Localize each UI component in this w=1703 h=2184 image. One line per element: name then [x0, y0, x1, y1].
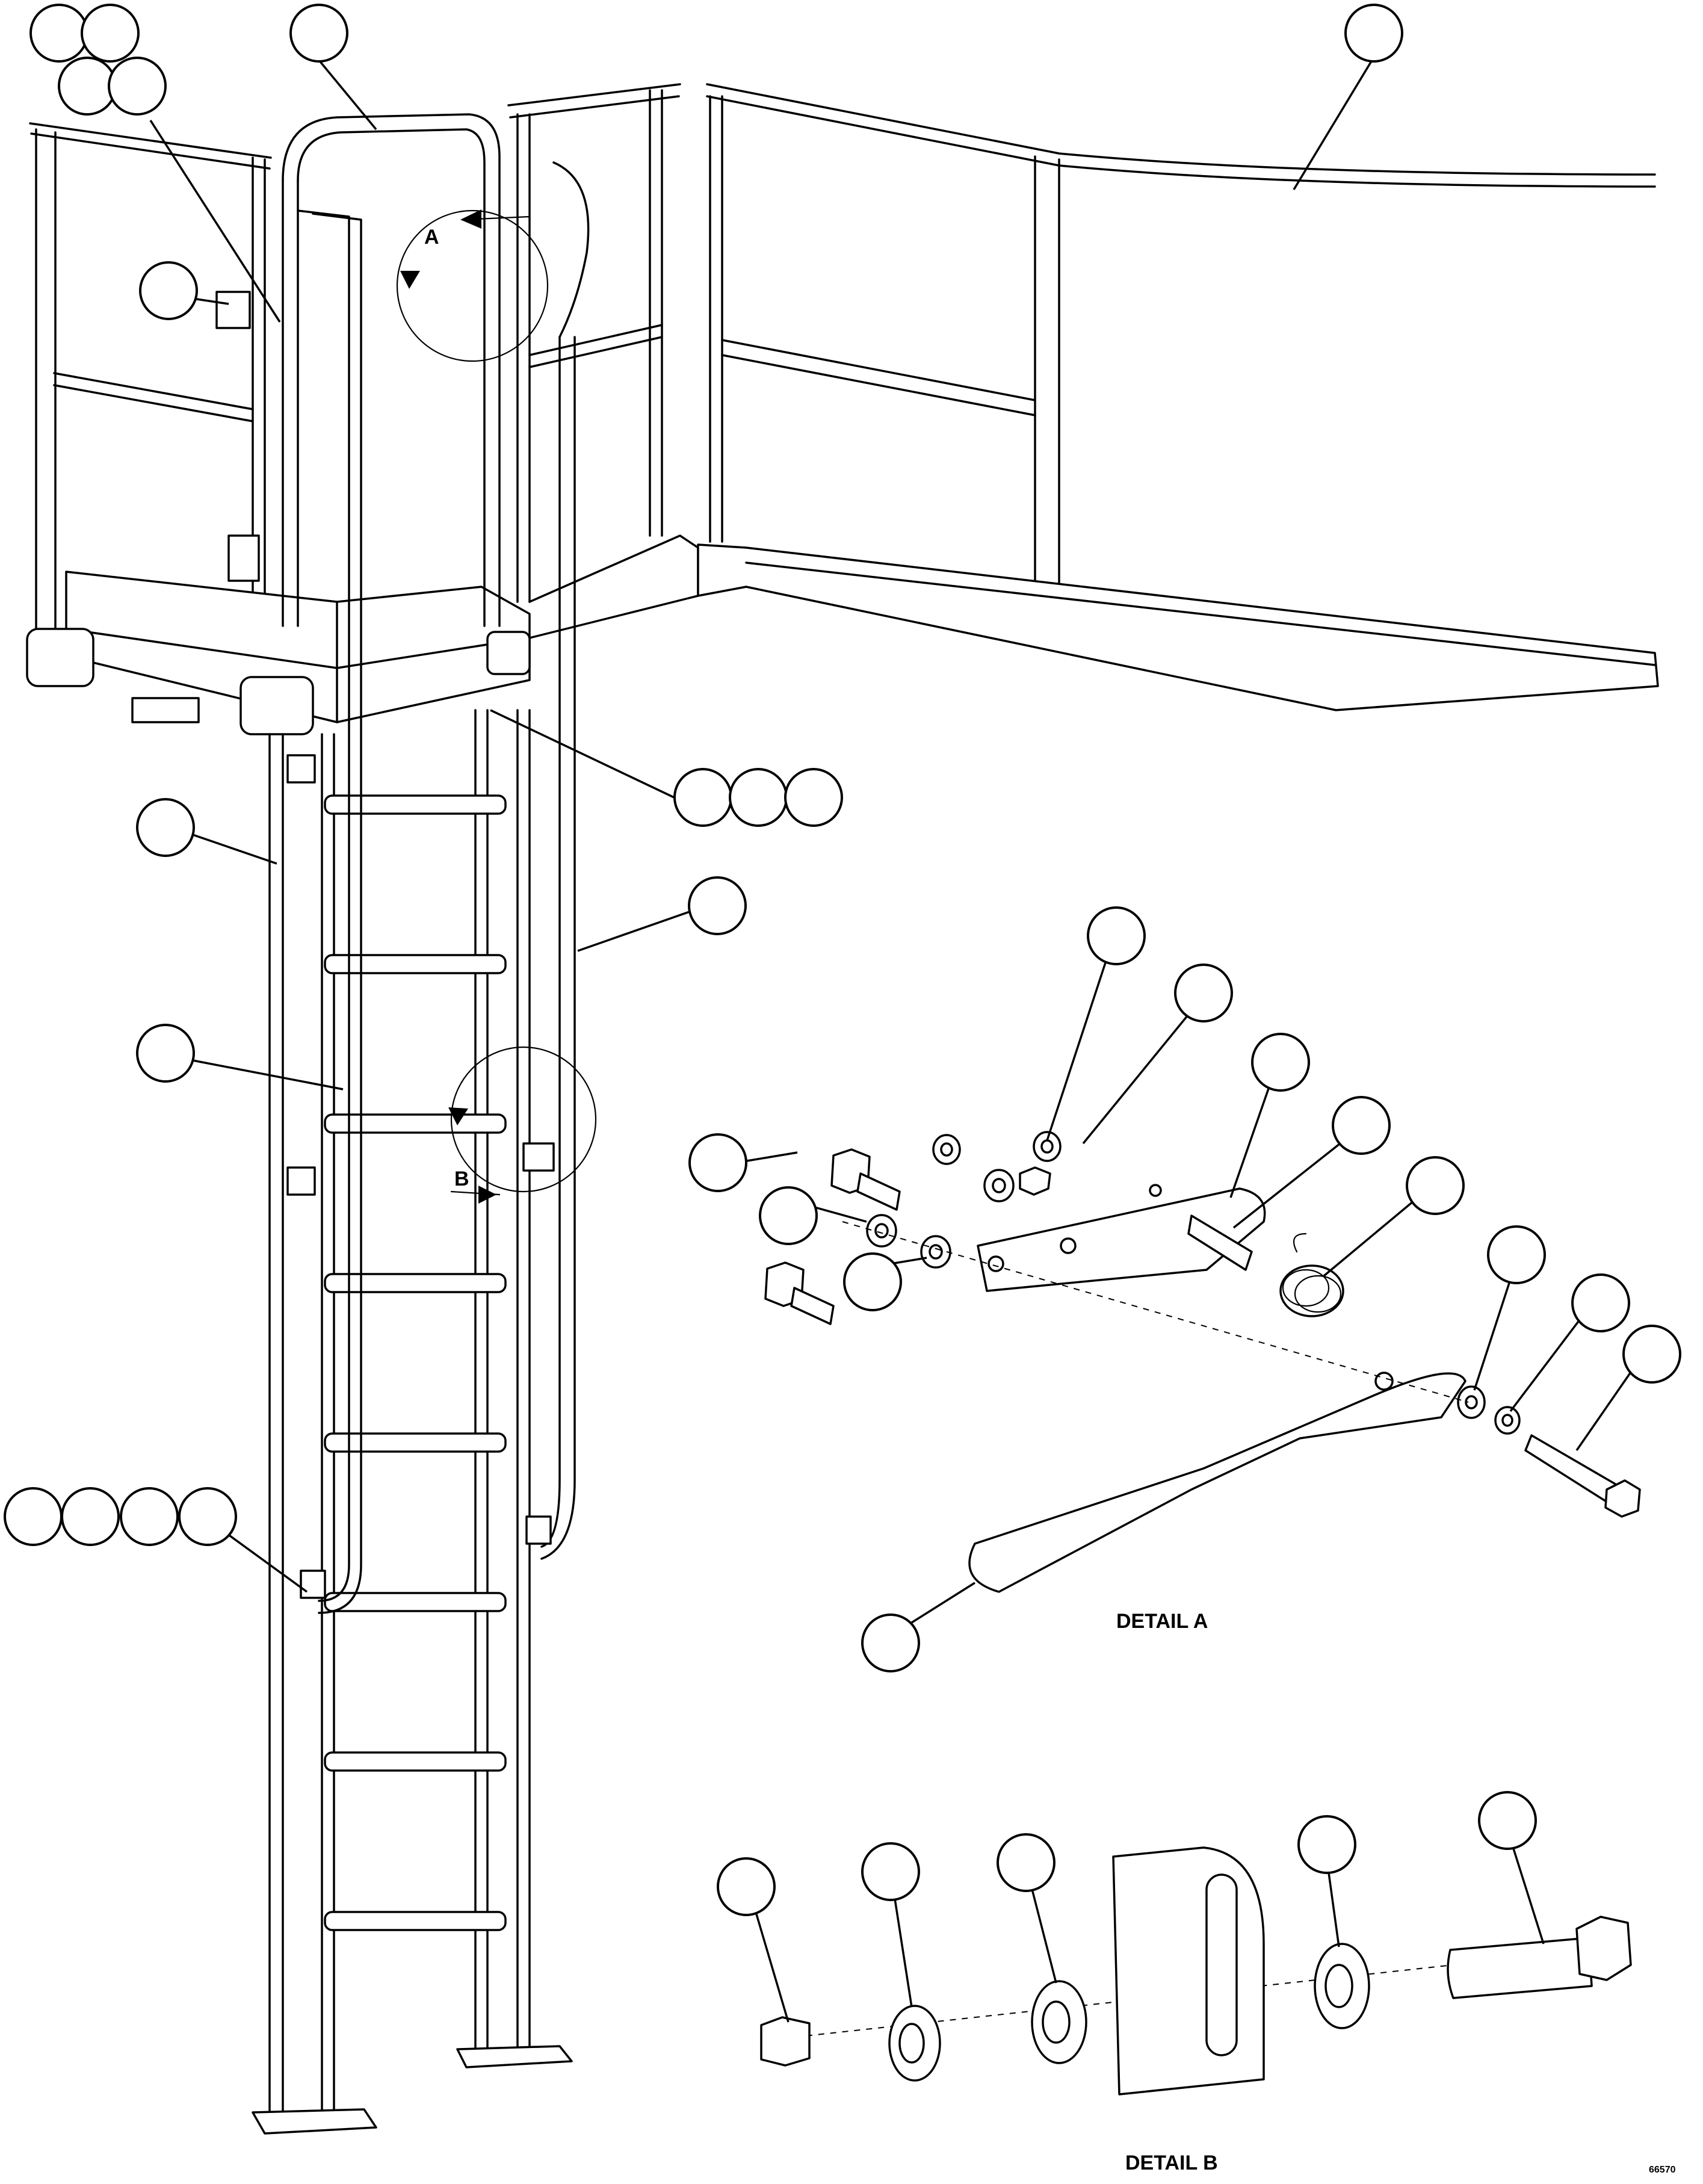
item-balloon[interactable]: [108, 57, 167, 116]
detail-a-callout-circle: [396, 209, 549, 362]
drawing-number: 66570: [1649, 2165, 1676, 2175]
detail-b-caption: DETAIL B: [1125, 2152, 1218, 2174]
item-balloon[interactable]: [1571, 1273, 1630, 1332]
item-balloon[interactable]: [1406, 1156, 1465, 1215]
item-balloon[interactable]: [729, 768, 788, 827]
item-balloon[interactable]: [861, 1842, 920, 1901]
item-balloon[interactable]: [688, 876, 747, 935]
item-balloon[interactable]: [688, 1133, 747, 1192]
item-balloon[interactable]: [1344, 4, 1403, 63]
detail-a-assembly: [764, 1131, 1641, 1593]
item-balloon[interactable]: [4, 1487, 63, 1546]
leader-lines: [149, 59, 1632, 2023]
item-balloon[interactable]: [784, 768, 843, 827]
item-balloon[interactable]: [673, 768, 732, 827]
walkway-railing: [697, 83, 1659, 711]
item-balloon[interactable]: [759, 1186, 818, 1245]
item-balloon[interactable]: [139, 261, 198, 320]
item-balloon[interactable]: [717, 1857, 776, 1916]
item-balloon[interactable]: [289, 4, 348, 63]
detail-b-assembly: [760, 1846, 1632, 2096]
item-balloon[interactable]: [1297, 1815, 1356, 1874]
detail-b-callout-letter: B: [454, 1168, 469, 1190]
gate-railing: [282, 113, 501, 627]
item-balloon[interactable]: [843, 1252, 902, 1311]
item-balloon[interactable]: [997, 1833, 1055, 1892]
left-railing: [29, 122, 272, 639]
detail-a-caption: DETAIL A: [1116, 1610, 1208, 1633]
detail-a-callout-letter: A: [424, 226, 439, 249]
item-balloon[interactable]: [1622, 1325, 1681, 1384]
item-balloon[interactable]: [1087, 906, 1146, 965]
item-balloon[interactable]: [1251, 1033, 1310, 1092]
platform-deck: [26, 571, 531, 735]
right-railing: [507, 83, 699, 639]
item-balloon[interactable]: [1487, 1225, 1546, 1284]
detail-b-callout-circle: [450, 1046, 597, 1193]
item-balloon[interactable]: [81, 4, 140, 63]
item-balloon[interactable]: [29, 4, 88, 63]
ladder: [252, 209, 576, 2135]
item-balloon[interactable]: [178, 1487, 237, 1546]
item-balloons: [4, 4, 1681, 1916]
item-balloon[interactable]: [120, 1487, 179, 1546]
item-balloon[interactable]: [136, 798, 195, 857]
item-balloon[interactable]: [1174, 964, 1233, 1022]
item-balloon[interactable]: [861, 1613, 920, 1672]
item-balloon[interactable]: [136, 1024, 195, 1083]
item-balloon[interactable]: [58, 57, 117, 116]
item-balloon[interactable]: [1332, 1096, 1391, 1155]
item-balloon[interactable]: [61, 1487, 120, 1546]
item-balloon[interactable]: [1478, 1791, 1537, 1850]
